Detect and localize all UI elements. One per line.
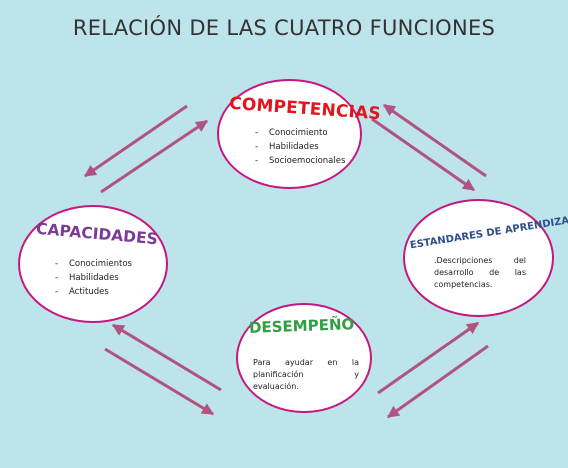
arrow-desempeno-to-capacidades [111,323,222,392]
capacidades-list: Conocimientos Habilidades Actitudes [55,257,132,299]
competencias-list: Conocimiento Habilidades Socioemocionale… [255,126,345,168]
page-title: RELACIÓN DE LAS CUATRO FUNCIONES [72,16,496,40]
list-item: Habilidades [55,271,132,285]
arrow-estandares-to-desempeno [387,344,489,419]
estandares-heading: ESTANDARES DE APRENDIZAJE [409,213,568,252]
list-item: Actitudes [55,285,132,299]
list-item: Habilidades [255,140,345,154]
capacidades-node: CAPACIDADES Conocimientos Habilidades Ac… [18,205,168,323]
estandares-description: .Descripciones del desarrollo de las com… [434,256,526,289]
desempeno-description: Para ayudar en la planificación y evalua… [253,358,359,391]
arrow-desempeno-to-estandares [377,321,479,395]
arrow-capacidades-to-desempeno [104,347,215,416]
capacidades-heading: CAPACIDADES [35,219,159,249]
list-item: Socioemocionales [255,154,345,168]
desempeno-heading: DESEMPEÑO [248,315,355,337]
desempeno-node: DESEMPEÑO Para ayudar en la planificació… [236,303,372,413]
competencias-node: COMPETENCIAS Conocimiento Habilidades So… [217,79,381,189]
arrow-competencias-to-estandares [371,117,475,192]
arrow-estandares-to-competencias [383,103,487,178]
list-item: Conocimiento [255,126,345,140]
arrow-competencias-to-capacidades [84,104,188,178]
arrow-capacidades-to-competencias [100,119,208,194]
estandares-node: ESTANDARES DE APRENDIZAJE .Descripciones… [403,199,568,317]
list-item: Conocimientos [55,257,132,271]
